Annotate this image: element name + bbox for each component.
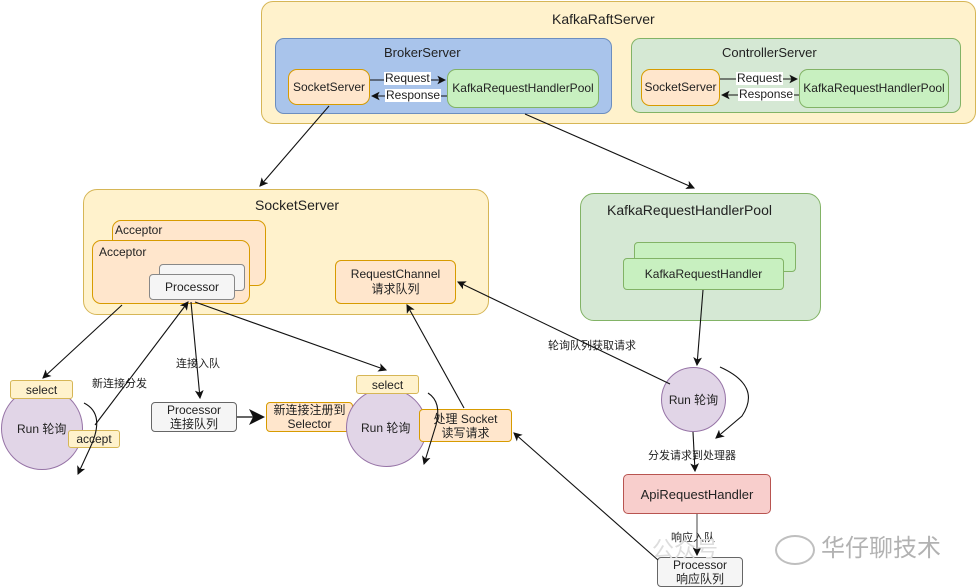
connection-enqueue-label: 连接入队 [176,358,220,370]
broker-response-label: Response [385,88,442,102]
acceptor-select-tag: select [10,380,73,399]
handler-loop-arc [715,366,749,439]
processor-loop-arc [422,392,439,466]
acceptor-select-arrow [42,304,123,379]
dispatch-arrow [94,301,189,426]
run-api-arrow [690,431,699,473]
broker-request-label: Request [384,71,431,85]
socket-server-title: SocketServer [255,197,340,213]
acceptor-back-label: Acceptor [115,223,163,237]
processor-select-arrow [194,301,388,372]
dispatch-handler-label: 分发请求到处理器 [648,450,736,462]
watermark-faint: 公众号 [652,537,719,562]
acceptor-run-loop: Run 轮询 [1,387,83,470]
watermark-text: 华仔聊技术 [821,535,941,562]
request-channel: RequestChannel 请求队列 [335,260,456,304]
request-channel-line2: 请求队列 [371,282,420,296]
broker-socket-server: SocketServer [288,69,370,105]
broker-server-title: BrokerServer [384,45,461,60]
controller-handler-pool: KafkaRequestHandlerPool [799,69,949,108]
controller-response-label: Response [738,87,795,101]
request-channel-line1: RequestChannel [350,267,441,281]
controller-server-title: ControllerServer [722,45,817,60]
processor-response-queue: Processor 响应队列 [657,557,743,587]
api-request-handler: ApiRequestHandler [623,474,771,514]
response-handle-arrow [513,432,659,561]
processor: Processor [149,274,235,300]
register-selector: 新连接注册到 Selector [266,402,353,432]
response-queue-line1: Processor [672,558,728,572]
processor-queue-line2: 连接队列 [169,417,218,431]
handle-line2: 读写请求 [441,425,490,440]
kafka-request-handler: KafkaRequestHandler [623,258,784,290]
handler-run-label: Run 轮询 [668,393,719,407]
pool-zoom-arrow [524,113,696,189]
wechat-icon [775,534,815,565]
handle-socket-rw: 处理 Socket 读写请求 [419,409,512,442]
new-connection-dispatch-label: 新连接分发 [92,378,147,390]
register-line1: 新连接注册到 [273,403,346,417]
handle-channel-arrow [406,304,465,409]
controller-socket-server: SocketServer [641,69,720,106]
acceptor-run-label: Run 轮询 [17,422,67,436]
handler-run-loop: Run 轮询 [661,367,726,432]
enqueue-arrow [190,301,204,400]
controller-request-label: Request [736,71,783,85]
broker-handler-pool: KafkaRequestHandlerPool [447,69,599,108]
socketserver-zoom-arrow [259,105,330,187]
processor-run-label: Run 轮询 [361,421,411,435]
handler-run-arrow [693,289,704,367]
processor-queue-line1: Processor [166,403,222,417]
watermark: 华仔聊技术 [775,528,941,565]
handle-line1: 处理 Socket [433,411,498,426]
processor-select-tag: select [356,375,419,394]
acceptor-loop-arc [77,402,98,475]
processor-connection-queue: Processor 连接队列 [151,402,237,432]
response-queue-line2: 响应队列 [675,572,724,586]
response-enqueue-label: 响应入队 [671,532,715,544]
handler-pool-title: KafkaRequestHandlerPool [607,202,772,218]
kafka-raft-server-title: KafkaRaftServer [552,11,655,27]
poll-arrow [457,281,671,385]
acceptor-front-label: Acceptor [99,245,147,259]
register-line2: Selector [287,417,332,431]
